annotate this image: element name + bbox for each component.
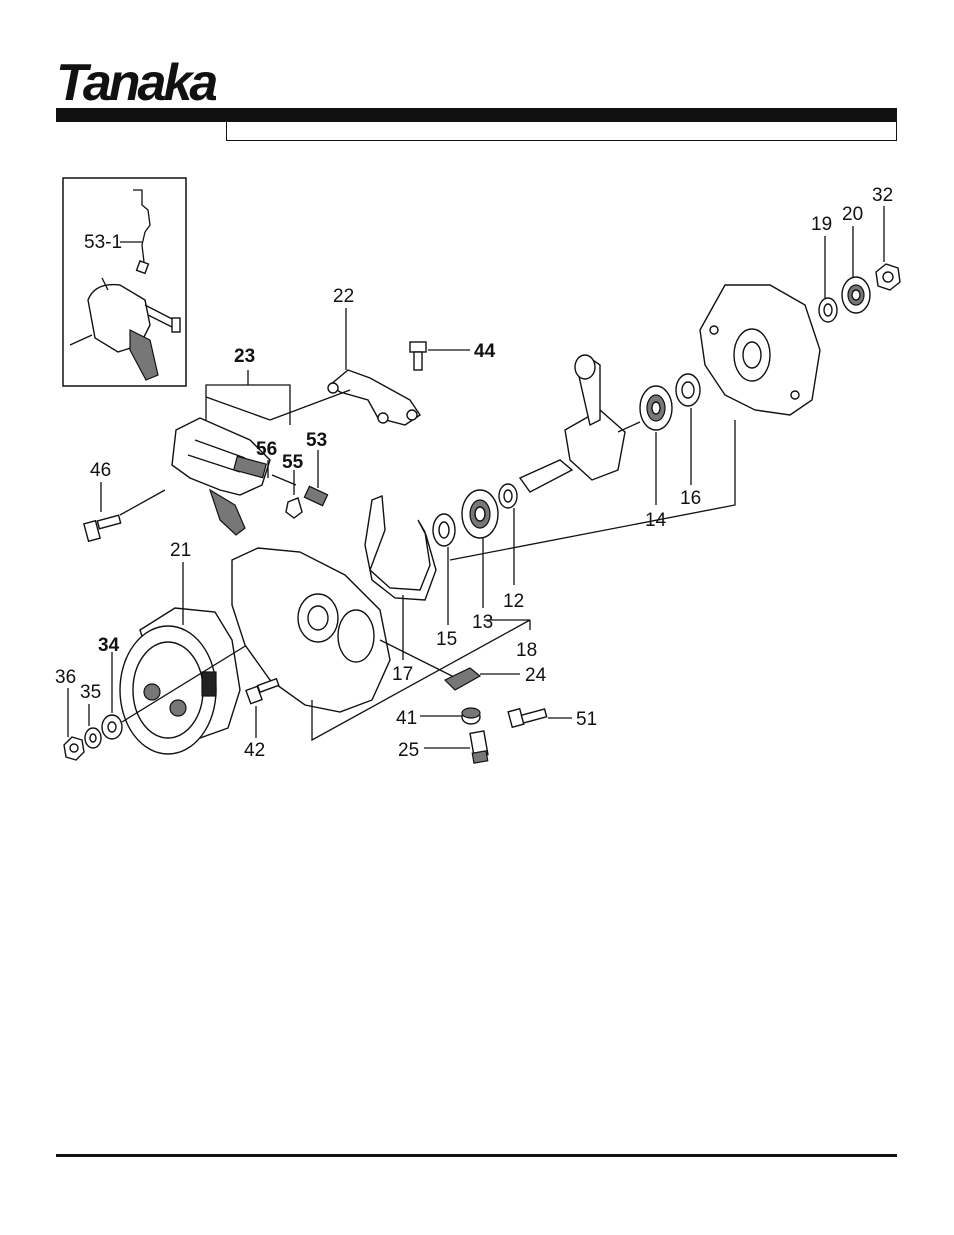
label-13: 13: [472, 612, 493, 633]
part-36-nut: [64, 737, 84, 760]
label-51: 51: [576, 709, 597, 730]
part-17-gasket: [365, 496, 436, 600]
label-18: 18: [516, 640, 537, 661]
label-19: 19: [811, 214, 832, 235]
part-14-bearing: [640, 386, 672, 430]
label-22: 22: [333, 286, 354, 307]
label-53: 53: [306, 430, 327, 451]
part-19-washer: [819, 298, 837, 322]
label-25: 25: [398, 740, 419, 761]
label-46: 46: [90, 460, 111, 481]
crankcase-right: [700, 285, 820, 415]
part-21-flywheel: [120, 608, 240, 754]
part-13-bearing: [462, 490, 498, 538]
part-55-cap: [286, 498, 302, 518]
label-20: 20: [842, 204, 863, 225]
inset-ignition-coil: [70, 190, 180, 380]
part-41-spacer: [462, 708, 480, 724]
label-16: 16: [680, 488, 701, 509]
label-41: 41: [396, 708, 417, 729]
part-35-washer: [85, 728, 101, 748]
label-34: 34: [98, 635, 120, 656]
label-36: 36: [55, 667, 76, 688]
label-12: 12: [503, 591, 524, 612]
part-15-oil-seal: [433, 514, 455, 546]
inset-box: [63, 178, 186, 386]
part-53-plug: [304, 486, 327, 505]
part-32-nut: [876, 264, 900, 290]
label-15: 15: [436, 629, 457, 650]
part-20-bearing: [842, 277, 870, 313]
label-32: 32: [872, 185, 893, 206]
label-35: 35: [80, 682, 101, 703]
part-16-oil-seal: [676, 374, 700, 406]
part-24-plate: [445, 668, 480, 690]
part-18-crankshaft-assembly: [520, 355, 640, 492]
part-44-bolt: [410, 342, 426, 370]
part-25-stud: [470, 731, 488, 763]
label-55: 55: [282, 452, 304, 473]
label-23: 23: [234, 346, 255, 367]
label-21: 21: [170, 540, 191, 561]
part-42-bolt: [246, 679, 279, 704]
label-17: 17: [392, 664, 413, 685]
label-56: 56: [256, 439, 277, 460]
label-42: 42: [244, 740, 265, 761]
part-23-ignition-coil: [172, 418, 270, 535]
label-53-1: 53-1: [84, 232, 122, 253]
part-12-washer: [499, 484, 517, 508]
part-51-bolt: [508, 709, 546, 728]
part-46-bolt: [84, 515, 121, 541]
label-24: 24: [525, 665, 547, 686]
part-22-bracket: [328, 370, 420, 425]
label-44: 44: [474, 341, 496, 362]
part-34-washer: [102, 715, 122, 739]
footer-rule: [56, 1154, 897, 1157]
